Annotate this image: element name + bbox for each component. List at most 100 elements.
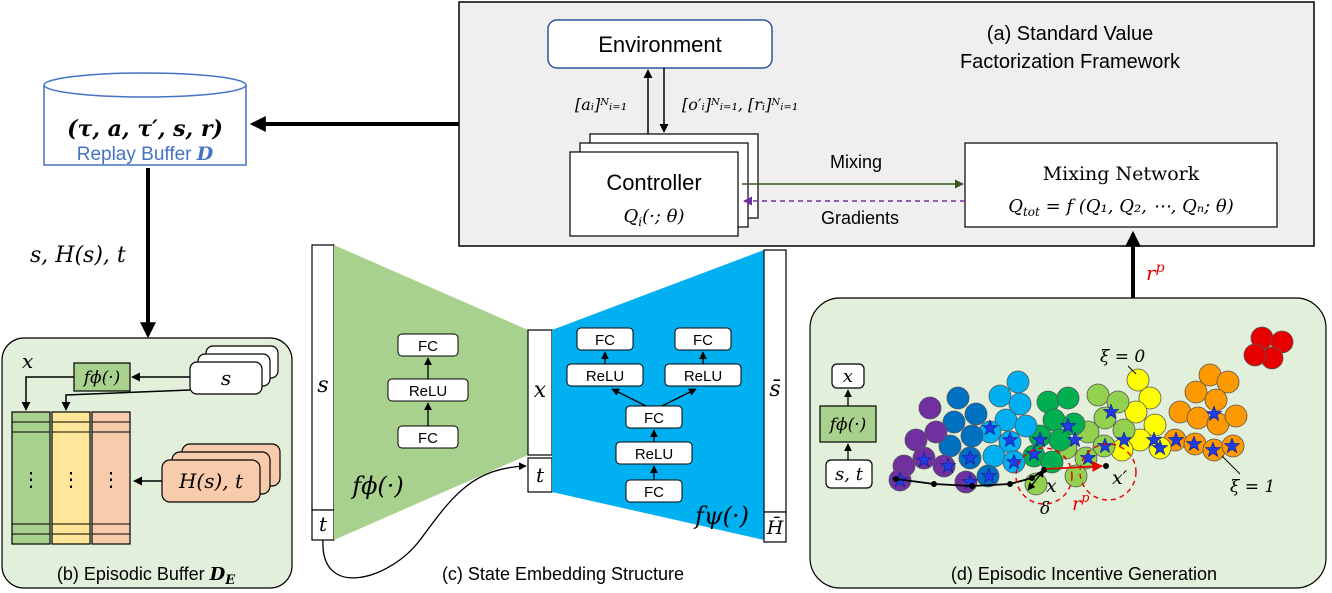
encoder-input-s-label: s [317, 373, 328, 398]
embedding-point [960, 424, 984, 448]
decoder-trunk-fc-bottom-label: FC [644, 484, 664, 501]
embedding-point [1186, 406, 1210, 430]
embedding-point [1014, 414, 1038, 438]
embedding-point [1124, 400, 1148, 424]
decoder-output-h-label: H̄ [766, 516, 784, 539]
embedding-point [1204, 388, 1228, 412]
embedding-point [924, 420, 948, 444]
decoder-right-relu-label: ReLU [684, 368, 722, 385]
memory-column-green [11, 411, 51, 545]
replay-buffer-label: Replay Buffer D [77, 143, 214, 165]
actions-label: [aᵢ]ᴺᵢ₌₁ [575, 95, 627, 114]
encoder-layer-mid-label: ReLU [409, 383, 447, 400]
encoder-layer-bottom-label: FC [418, 430, 438, 447]
memory-column-yellow [51, 411, 91, 545]
mixing-network-box [964, 142, 1278, 228]
controller-box [569, 151, 739, 237]
decoder-output-h-bar [763, 511, 787, 543]
memory-column-yellow-dots: ⋮ [61, 469, 81, 491]
incentive-f-phi-label: fϕ(·) [828, 415, 867, 435]
gradients-label: Gradients [821, 208, 899, 228]
decoder-left-fc-label: FC [595, 332, 615, 349]
s-input-box [189, 361, 263, 395]
embedding-point [1243, 343, 1267, 367]
memory-column-orange [91, 411, 131, 545]
x-prime-neighborhood [1079, 443, 1137, 501]
x-prime-label: x′ [1112, 467, 1128, 489]
decoder-trunk-fc-top-label: FC [644, 410, 664, 427]
t-skip-connection [322, 462, 527, 579]
encoder-input-t-label: t [319, 512, 328, 536]
delta-arrow [1027, 469, 1045, 491]
embedding-point [918, 396, 942, 420]
rp-label: rp [1072, 491, 1090, 515]
decoder-trapezoid [552, 250, 764, 540]
embedding-point [1056, 386, 1080, 410]
embedding-point [1138, 386, 1162, 410]
embedding-point [1216, 370, 1240, 394]
incentive-x-label: x [843, 366, 853, 387]
controller-label: Controller [606, 170, 701, 195]
decoder-right-fc [674, 327, 732, 351]
embedding-point [982, 444, 1006, 468]
environment-label: Environment [598, 32, 722, 57]
episodic-f-phi-box [73, 362, 131, 392]
decoder-right-fc-label: FC [693, 332, 713, 349]
incentive-x-box [831, 363, 865, 389]
embedding-point [964, 402, 988, 426]
hs-input-label: H(s), t [178, 469, 244, 493]
embedding-point [1008, 392, 1032, 416]
embedding-point [946, 386, 970, 410]
panel-a-title-line2: Factorization Framework [960, 51, 1181, 73]
decoder-fn-label: fψ(·) [693, 502, 749, 530]
bottleneck-t-label: t [536, 463, 545, 487]
panel-d-title: (d) Episodic Incentive Generation [951, 564, 1217, 584]
incentive-label: rp [1146, 260, 1165, 285]
delta-label: δ [1040, 499, 1050, 519]
memory-column-green-dots: ⋮ [21, 469, 41, 491]
encoder-layer-top [397, 333, 459, 357]
s-input-label: s [221, 366, 231, 390]
incentive-st-label: s, t [835, 464, 864, 485]
embedding-point [988, 384, 1012, 408]
fphi-to-column1-arrow [21, 376, 74, 411]
incentive-f-phi-box [819, 405, 877, 443]
embedding-point [1006, 370, 1030, 394]
decoder-arrow-split-right [661, 388, 697, 407]
environment-box [547, 19, 773, 69]
embedding-point [1064, 464, 1088, 488]
decoder-left-relu-label: ReLU [586, 368, 624, 385]
encoder-layer-top-label: FC [418, 338, 438, 355]
xi-one-pointer [1221, 455, 1241, 475]
xi-zero-label: ξ = 0 [1100, 347, 1145, 367]
memory-column-orange-dots: ⋮ [101, 469, 121, 491]
observations-label: [o′ᵢ]ᴺᵢ₌₁, [rᵢ]ᴺᵢ₌₁ [682, 95, 798, 114]
mixing-network-label: Mixing Network [1043, 163, 1200, 185]
replay-buffer-cylinder [43, 72, 247, 166]
embedding-point [1048, 428, 1072, 452]
panel-b-title: (b) Episodic Buffer DE [57, 564, 236, 588]
bottleneck-x-label: x [534, 378, 547, 403]
decoder-trunk-relu-label: ReLU [635, 446, 673, 463]
decoder-output-s-label: s̄ [769, 377, 780, 402]
decoder-left-fc [576, 327, 634, 351]
controller-function: Qi(·; θ) [624, 206, 685, 229]
encoder-fn-label: fϕ(·) [350, 472, 404, 500]
incentive-st-box [825, 459, 873, 489]
embedding-point [942, 410, 966, 434]
bottleneck-t-bar [527, 457, 553, 493]
x-neighborhood [1015, 447, 1073, 505]
x-point-label: x [1046, 475, 1057, 497]
embedding-point [1224, 404, 1248, 428]
embedding-point [1184, 380, 1208, 404]
xi-one-label: ξ = 1 [1230, 477, 1275, 497]
mixing-network-formula: Qtot = f (Q₁, Q₂, ⋯, Qₙ; θ) [1008, 196, 1234, 219]
decoder-arrow-split-left [611, 388, 647, 407]
s-to-column2-arrow [61, 389, 191, 411]
episodic-f-phi-label: fϕ(·) [82, 368, 121, 388]
embedding-point [1126, 368, 1150, 392]
state-info-label: s, H(s), t [30, 243, 126, 268]
panel-a-title-line1: (a) Standard Value [987, 23, 1153, 45]
incentive-transition-arrow [1045, 461, 1104, 472]
